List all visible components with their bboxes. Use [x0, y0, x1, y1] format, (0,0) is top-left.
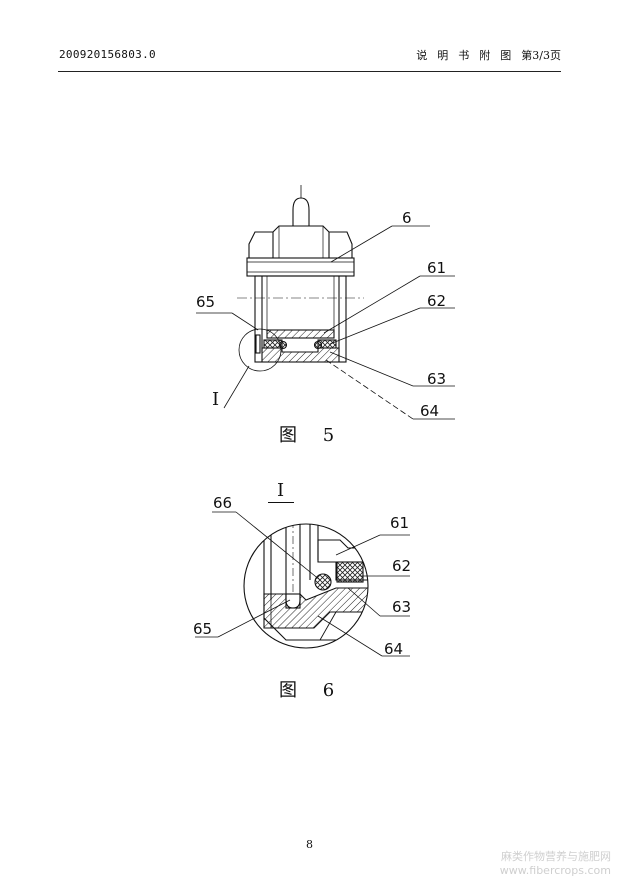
header-char: 说	[416, 49, 428, 62]
watermark-url: www.fibercrops.com	[499, 864, 611, 877]
figure-6-drawing	[243, 523, 369, 649]
label-62: 62	[427, 292, 447, 310]
label-64: 64	[384, 640, 404, 658]
label-61: 61	[427, 259, 447, 277]
figure-6-title: I	[277, 480, 285, 501]
header-page-info: 第3/3页	[521, 49, 561, 62]
watermark-text: 麻类作物营养与施肥网	[501, 850, 611, 863]
header-rule	[58, 71, 561, 72]
header-char: 书	[458, 49, 470, 62]
label-65: 65	[193, 620, 213, 638]
label-6: 6	[402, 209, 412, 227]
header-char: 图	[500, 49, 512, 62]
figure-6-leaders	[195, 511, 410, 657]
page-number: 8	[306, 838, 313, 851]
label-64: 64	[420, 402, 440, 420]
figure-5-drawing	[237, 185, 364, 372]
label-62: 62	[392, 557, 412, 575]
patent-number: 200920156803.0	[59, 48, 156, 61]
figure-5-caption: 图 5	[279, 425, 345, 446]
header-section-title: 说 明 书 附 图 第3/3页	[416, 47, 561, 63]
figure-5-leaders	[196, 225, 455, 420]
header-char: 明	[437, 49, 449, 62]
label-61: 61	[390, 514, 410, 532]
detail-marker-i: I	[212, 389, 220, 410]
figure-6-caption: 图 6	[279, 680, 345, 701]
header-char: 附	[479, 49, 491, 62]
label-66: 66	[213, 494, 233, 512]
label-65: 65	[196, 293, 216, 311]
title-underline	[268, 502, 294, 503]
label-63: 63	[392, 598, 412, 616]
label-63: 63	[427, 370, 447, 388]
